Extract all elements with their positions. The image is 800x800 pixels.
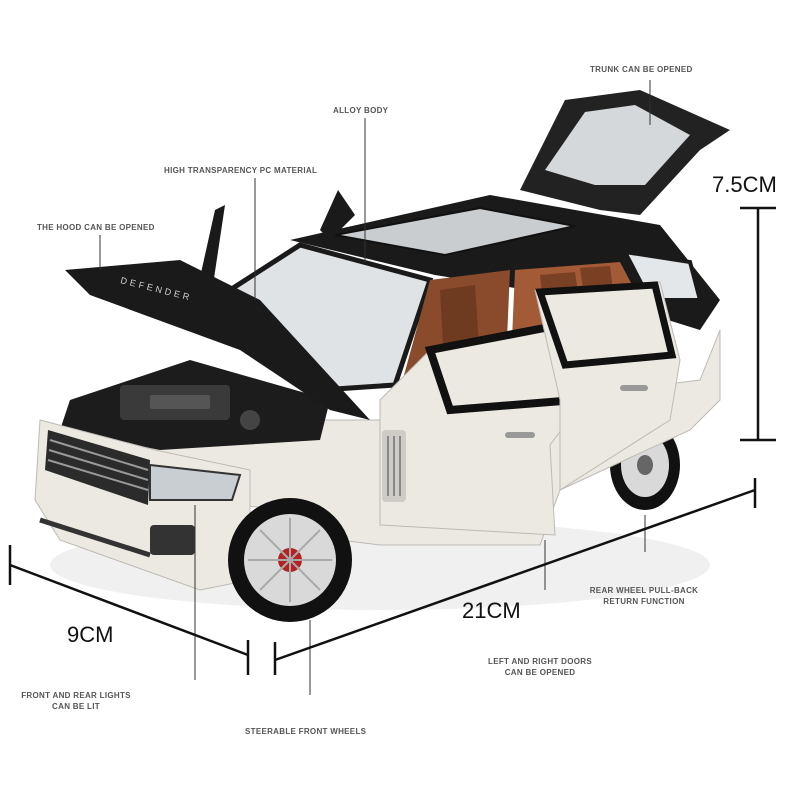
callout-alloy-body: ALLOY BODY bbox=[333, 106, 389, 115]
front-grille bbox=[45, 430, 150, 505]
callout-doors-line2: CAN BE OPENED bbox=[504, 668, 576, 677]
headlight bbox=[149, 463, 242, 501]
length-dimension-line bbox=[273, 478, 757, 675]
callout-trunk: TRUNK CAN BE OPENED bbox=[590, 65, 693, 74]
width-dimension-label: 9CM bbox=[67, 622, 114, 647]
left-door-frame bbox=[195, 205, 225, 305]
callout-doors-line1: LEFT AND RIGHT DOORS bbox=[488, 657, 592, 666]
front-wheel bbox=[228, 498, 352, 622]
width-dimension-line bbox=[8, 545, 250, 675]
callout-lights: FRONT AND REAR LIGHTS CAN BE LIT bbox=[10, 690, 142, 712]
callout-lights-line1: FRONT AND REAR LIGHTS bbox=[21, 691, 131, 700]
callout-pc-material: HIGH TRANSPARENCY PC MATERIAL bbox=[164, 166, 318, 175]
trunk-glass bbox=[545, 105, 690, 185]
length-dimension-label: 21CM bbox=[462, 598, 521, 623]
leader-lines bbox=[99, 80, 651, 695]
callout-doors: LEFT AND RIGHT DOORS CAN BE OPENED bbox=[475, 656, 605, 678]
callout-rear-wheel: REAR WHEEL PULL-BACK RETURN FUNCTION bbox=[578, 585, 710, 607]
side-vent bbox=[382, 430, 406, 502]
right-door-frame bbox=[320, 190, 355, 240]
hood-open bbox=[65, 260, 370, 420]
height-dimension-label: 7.5CM bbox=[712, 172, 777, 197]
callout-rear-wheel-line2: RETURN FUNCTION bbox=[603, 597, 685, 606]
sunroof-glass bbox=[334, 206, 576, 257]
rear-door-open bbox=[534, 281, 681, 491]
callout-lights-line2: CAN BE LIT bbox=[52, 702, 100, 711]
height-dimension-line bbox=[740, 206, 776, 442]
engine bbox=[120, 385, 260, 430]
front-bumper bbox=[39, 517, 195, 558]
callout-steerable: STEERABLE FRONT WHEELS bbox=[245, 727, 367, 736]
callout-hood: THE HOOD CAN BE OPENED bbox=[37, 223, 155, 232]
callout-rear-wheel-line1: REAR WHEEL PULL-BACK bbox=[589, 586, 699, 595]
